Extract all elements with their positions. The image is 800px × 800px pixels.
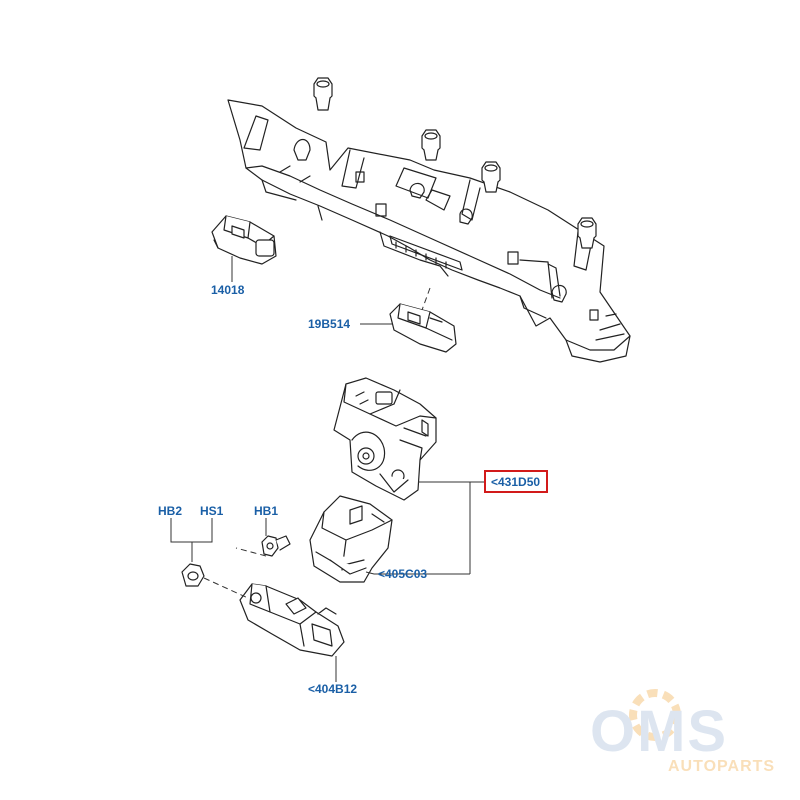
dashed-guide [421,287,431,311]
callout-hb1: HB1 [254,504,279,518]
callout-431D50: <431D50 [484,470,549,493]
callout-19B514: 19B514 [308,317,351,331]
clip-nut [481,161,501,193]
leader-line-405C03 [365,571,470,575]
dashed-guide [235,547,267,557]
watermark-logo: OMS AUTOPARTS [590,689,790,790]
release-actuator [239,583,345,657]
callout-14018: 14018 [211,283,245,297]
callout-hs1: HS1 [200,504,224,518]
latch-assembly [333,377,437,501]
latch-cover [309,495,393,583]
clip-nut [421,129,441,161]
leader-line-hb2-hs1 [170,518,213,562]
watermark-subtitle: AUTOPARTS [668,758,776,775]
license-lamp [389,303,457,353]
trim-panel-bracket [227,99,631,363]
bolt [261,535,291,557]
gear-icon [629,689,681,741]
watermark-brand: OMS [590,699,729,764]
tailgate-switch [211,215,277,265]
dashed-guide [203,577,249,599]
callout-hb2: HB2 [158,504,183,518]
nut [181,563,205,587]
callout-404B12: <404B12 [308,682,358,696]
callout-405C03: <405C03 [378,567,428,581]
clip-nut [577,217,597,249]
clip-nut [313,77,333,111]
